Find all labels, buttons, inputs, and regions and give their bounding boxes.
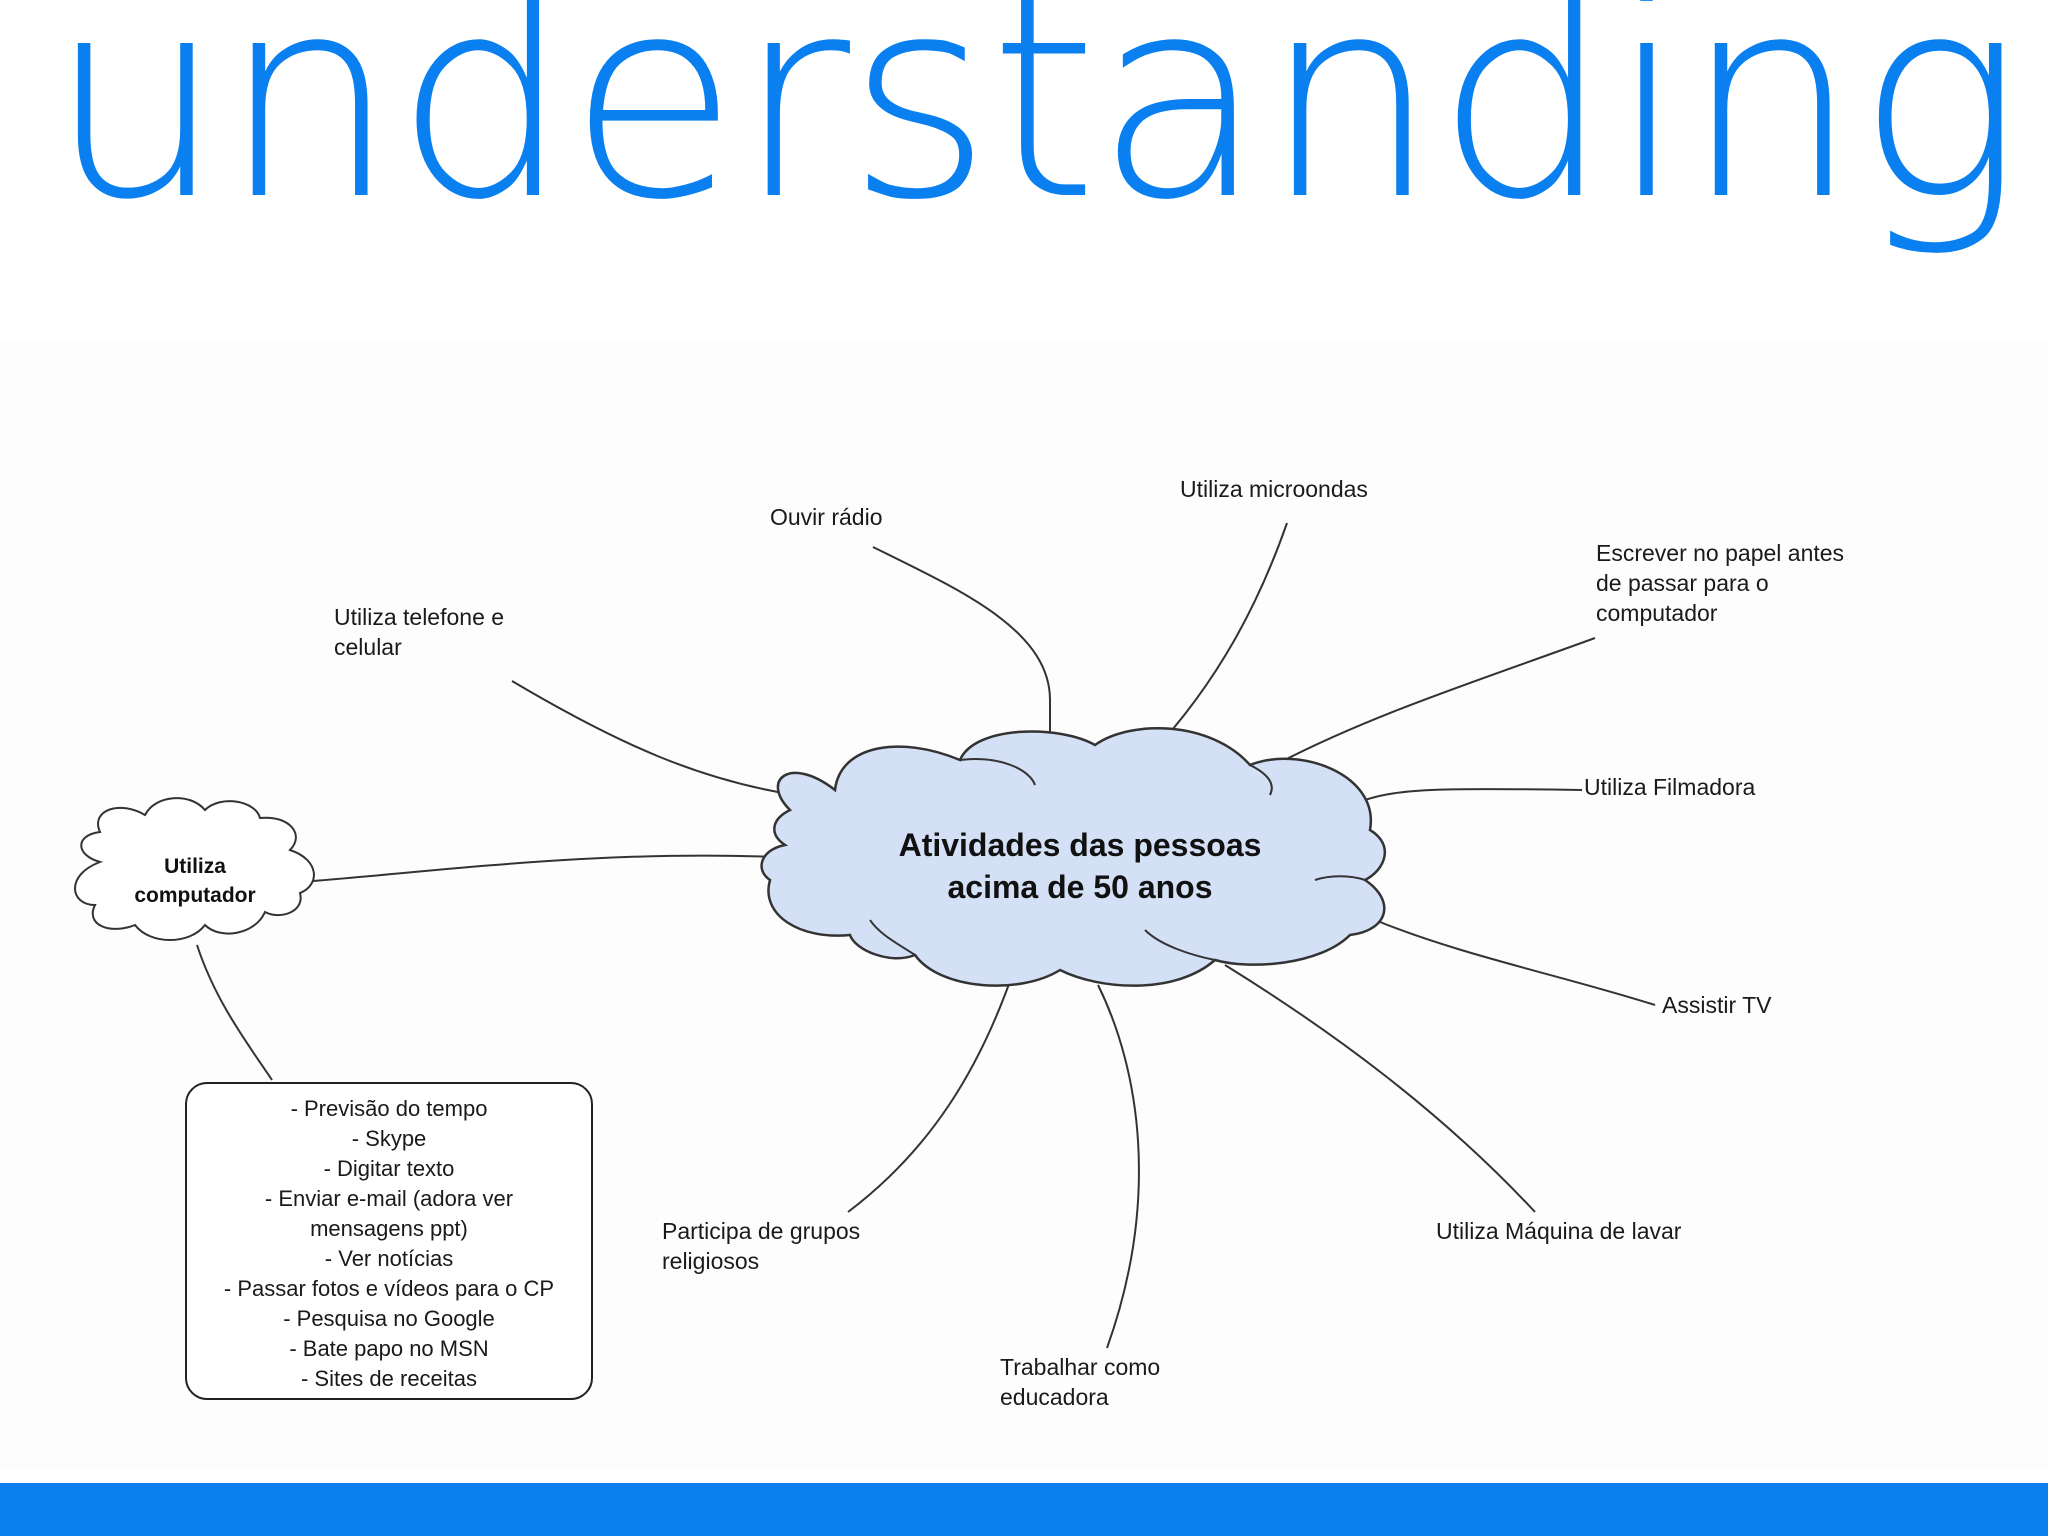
list-item: - Skype	[351, 1126, 427, 1151]
central-cloud	[760, 726, 1387, 987]
list-item: - Digitar texto	[323, 1156, 455, 1181]
connector-microwave	[1149, 522, 1288, 756]
connector-computer-box	[196, 944, 273, 1081]
connector-tv	[1374, 919, 1656, 1006]
list-item: - Enviar e-mail (adora ver	[264, 1186, 514, 1211]
central-topic: Atividades das pessoas acima de 50 anos	[898, 827, 1262, 905]
connector-lines	[74, 522, 1656, 1349]
branch-camcorder: Utiliza Filmadora	[1584, 774, 1756, 800]
connector-radio	[872, 546, 1051, 735]
branch-radio: Ouvir rádio	[770, 504, 883, 530]
branch-religious: Participa de grupos religiosos	[662, 1218, 861, 1274]
computer-uses-box: - Previsão do tempo - Skype - Digitar te…	[185, 1082, 593, 1400]
list-item: - Passar fotos e vídeos para o CP	[223, 1276, 555, 1301]
mind-map-diagram: Atividades das pessoas acima de 50 anos …	[0, 340, 2048, 1470]
list-item: - Ver notícias	[324, 1246, 454, 1271]
list-item: - Pesquisa no Google	[283, 1306, 495, 1331]
computer-cloud	[74, 797, 315, 941]
connector-washer	[1224, 964, 1536, 1213]
branch-paper: Escrever no papel antes de passar para o…	[1596, 540, 1845, 626]
connector-camcorder	[1364, 788, 1583, 801]
connector-phone	[511, 680, 796, 796]
list-item: - Sites de receitas	[300, 1366, 478, 1391]
list-item: - Bate papo no MSN	[289, 1336, 489, 1361]
connector-educator	[1097, 984, 1140, 1349]
computer-node-label: Utiliza computador	[134, 855, 256, 907]
footer-accent-bar	[0, 1483, 2048, 1536]
branch-tv: Assistir TV	[1662, 992, 1772, 1018]
branch-educator: Trabalhar como educadora	[1000, 1354, 1161, 1410]
branch-microwave: Utiliza microondas	[1180, 476, 1368, 502]
connector-computer	[312, 854, 779, 882]
list-item: - Previsão do tempo	[290, 1096, 488, 1121]
slide-title: understanding	[48, 0, 2023, 261]
branch-phone: Utiliza telefone e celular	[334, 604, 505, 660]
list-item: mensagens ppt)	[310, 1216, 468, 1241]
connector-paper	[1274, 637, 1596, 766]
connector-religious	[847, 966, 1016, 1213]
branch-washer: Utiliza Máquina de lavar	[1436, 1218, 1682, 1244]
